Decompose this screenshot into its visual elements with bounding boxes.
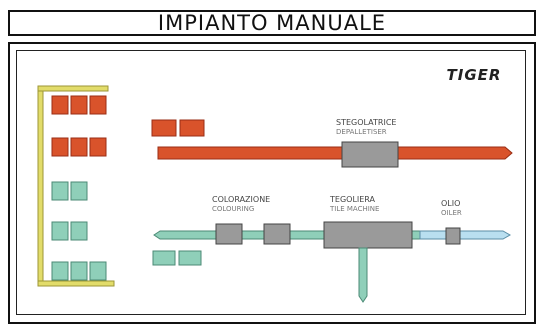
red-pallets-rack: [51, 95, 107, 157]
red-pallet: [51, 95, 69, 115]
red-pallets-waiting: [151, 119, 205, 137]
red-pallet: [51, 137, 69, 157]
colouring-machine-1: [215, 223, 243, 245]
green-pallet: [51, 221, 69, 241]
page-title: IMPIANTO MANUALE: [8, 10, 536, 36]
colouring-label-en: COLOURING: [212, 205, 254, 213]
green-pallet: [51, 261, 69, 281]
tiger-logo: TIGER: [447, 66, 502, 84]
tile-machine-label-it: TEGOLIERA: [329, 195, 376, 204]
oiler-label-it: OLIO: [441, 199, 460, 208]
depalletiser-label-it: STEGOLATRICE: [336, 118, 396, 127]
green-pallets-rack: [51, 181, 107, 281]
red-pallet: [151, 119, 177, 137]
colouring-machine-2: [263, 223, 291, 245]
green-pallet: [152, 250, 176, 266]
tile-machine: [323, 221, 413, 249]
green-pallet: [89, 261, 107, 281]
depalletiser-label-en: DEPALLETISER: [336, 128, 387, 136]
colouring-label-it: COLORAZIONE: [212, 195, 270, 204]
tile-machine-outfeed: [358, 247, 368, 303]
red-pallet: [89, 137, 107, 157]
tile-conveyor: [153, 221, 512, 303]
red-pallet: [89, 95, 107, 115]
green-pallets-waiting: [152, 250, 202, 266]
red-pallet: [179, 119, 205, 137]
red-pallet: [70, 137, 88, 157]
green-pallet: [70, 261, 88, 281]
oiler-label-en: OILER: [441, 209, 462, 217]
green-pallet: [70, 181, 88, 201]
depalletiser-conveyor: [157, 141, 513, 168]
green-pallet: [178, 250, 202, 266]
green-pallet: [70, 221, 88, 241]
depalletiser-machine: [341, 141, 399, 168]
tile-machine-label-en: TILE MACHINE: [329, 205, 379, 213]
green-pallet: [51, 181, 69, 201]
storage-rack: [37, 85, 115, 287]
oiler-machine: [445, 227, 461, 245]
red-pallet: [70, 95, 88, 115]
